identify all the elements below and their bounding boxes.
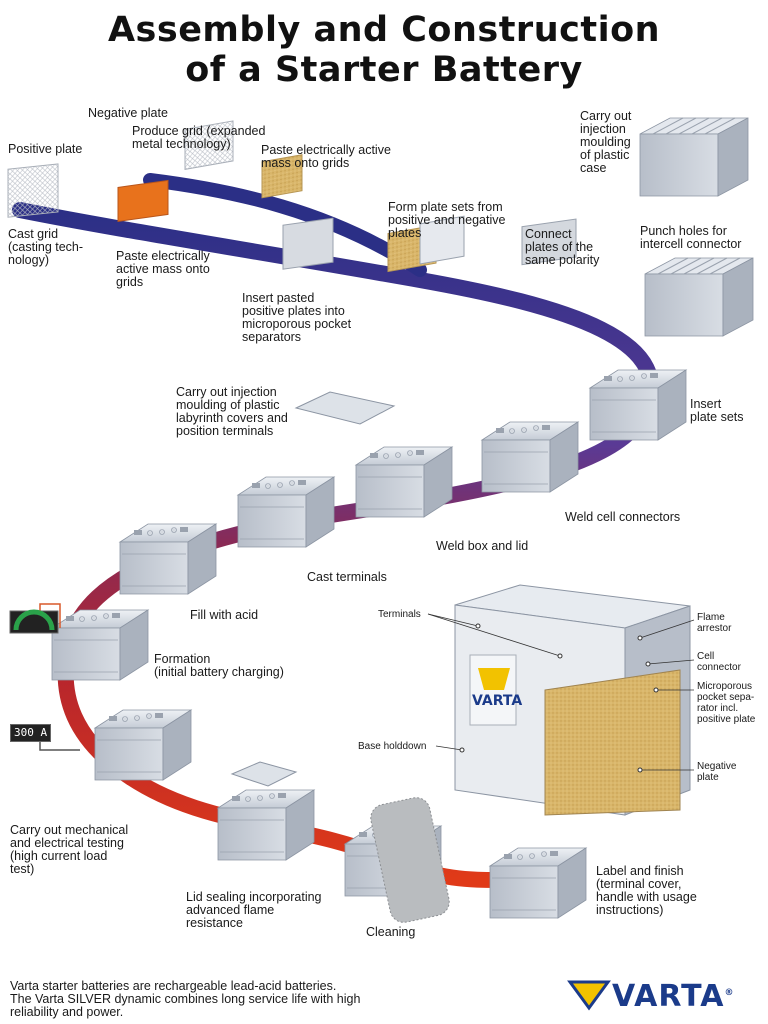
case-punched-image xyxy=(644,257,754,337)
callout-separator: Microporous pocket sepa- rator incl. pos… xyxy=(697,681,756,725)
label-insert-plate-sets: Insert plate sets xyxy=(690,397,744,424)
battery-finished-image xyxy=(489,847,587,919)
callout-base-holddown: Base holddown xyxy=(358,741,427,752)
title-line-1: Assembly and Construction xyxy=(107,10,661,50)
connected-plates-image xyxy=(521,218,577,266)
label-lid-sealing: Lid sealing incorporating advanced flame… xyxy=(186,890,322,930)
lid-piece-image xyxy=(230,761,298,787)
battery-insert-image xyxy=(589,369,687,441)
pocket-separator-image xyxy=(282,217,334,270)
label-insert-pasted: Insert pasted positive plates into micro… xyxy=(242,291,352,344)
registered-mark: ® xyxy=(724,988,735,998)
negative-paste-plate-image xyxy=(117,179,169,222)
callout-terminals: Terminals xyxy=(378,609,421,620)
label-produce-grid: Produce grid (expanded metal technology) xyxy=(132,124,266,151)
expanded-grid-image xyxy=(184,120,234,170)
positive-grid-image xyxy=(7,163,59,218)
label-injection-covers: Carry out injection moulding of plastic … xyxy=(176,385,288,438)
paste-grid-image xyxy=(261,154,303,199)
footer-text: Varta starter batteries are rechargeable… xyxy=(10,979,361,1019)
battery-weld-cell-image xyxy=(481,421,579,493)
cutaway-brand-text: VARTA xyxy=(472,693,522,709)
callout-leaders xyxy=(427,613,695,771)
title-line-2: of a Starter Battery xyxy=(185,50,583,90)
varta-logo-text: VARTA xyxy=(612,979,725,1014)
label-label-finish: Label and finish (terminal cover, handle… xyxy=(596,864,697,917)
battery-fill-acid-image xyxy=(119,523,217,595)
varta-logo: VARTA® xyxy=(612,979,735,1014)
cutaway-battery-image xyxy=(454,584,691,816)
varta-logo-mark xyxy=(567,980,611,1011)
battery-cast-terminals-image xyxy=(237,476,335,548)
callout-flame-arrestor: Flame arrestor xyxy=(697,612,732,634)
label-form-plate-sets: Form plate sets from positive and negati… xyxy=(388,200,506,240)
page-title: Assembly and Construction of a Starter B… xyxy=(0,10,768,90)
load-test-meter: 300 A xyxy=(10,724,52,742)
label-formation: Formation (initial battery charging) xyxy=(154,652,284,679)
label-weld-box: Weld box and lid xyxy=(436,539,529,553)
label-paste-pos: Paste electrically active mass onto grid… xyxy=(116,249,210,289)
label-weld-cell: Weld cell connectors xyxy=(565,510,681,524)
battery-lid-sealing-image xyxy=(217,789,315,861)
cleaning-brush-image xyxy=(370,797,450,923)
labyrinth-cover-image xyxy=(294,391,396,425)
callout-negative-plate: Negative plate xyxy=(697,761,737,783)
plate-set-b-image xyxy=(419,215,465,265)
process-ribbon-branch xyxy=(143,173,427,277)
callout-cell-connector: Cell connector xyxy=(697,651,741,673)
label-paste-neg: Paste electrically active mass onto grid… xyxy=(261,143,391,170)
label-fill-acid: Fill with acid xyxy=(190,608,259,622)
label-positive-plate: Positive plate xyxy=(8,142,83,156)
label-negative-plate: Negative plate xyxy=(88,106,168,120)
battery-formation-image xyxy=(51,609,149,681)
label-cleaning: Cleaning xyxy=(366,925,416,939)
label-punch-holes: Punch holes for intercell connector xyxy=(640,224,742,251)
case-moulded-image xyxy=(639,117,749,197)
battery-weld-box-image xyxy=(355,446,453,518)
label-cast-terminals: Cast terminals xyxy=(307,570,387,584)
label-testing: Carry out mechanical and electrical test… xyxy=(10,823,129,876)
label-injection-case: Carry out injection moulding of plastic … xyxy=(580,109,632,175)
label-connect-plates: Connect plates of the same polarity xyxy=(525,227,600,267)
battery-testing-image xyxy=(94,709,192,781)
label-cast-grid: Cast grid (casting tech- nology) xyxy=(8,227,84,267)
